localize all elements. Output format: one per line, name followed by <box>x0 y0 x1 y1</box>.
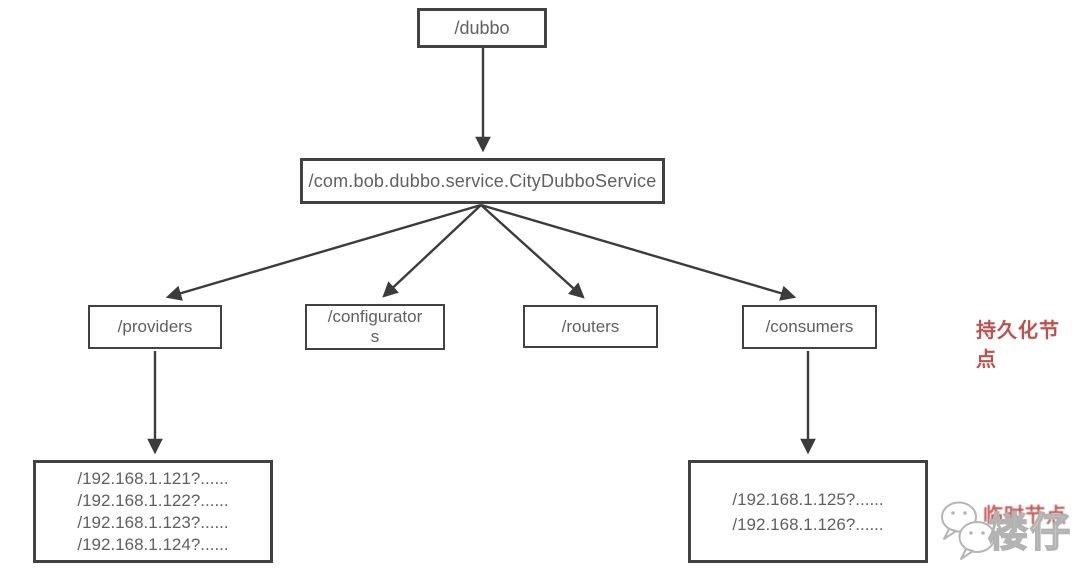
provider-instance-line: /192.168.1.124?...... <box>77 534 229 554</box>
node-routers: /routers <box>523 305 658 348</box>
edge-service-to-routers <box>480 204 585 299</box>
edge-service-to-configurators <box>382 204 482 298</box>
watermark-text: 楼仔 <box>987 510 1072 556</box>
watermark: 楼仔 <box>936 492 1080 564</box>
node-consumers: /consumers <box>742 305 877 349</box>
wechat-icon <box>941 501 996 560</box>
node-routers-label: /routers <box>561 316 620 336</box>
node-consumers-label: /consumers <box>765 317 854 337</box>
annotation-persistent-node: 持久化节点 <box>976 320 1060 371</box>
node-configurators: /configurator s <box>305 304 445 350</box>
node-consumer-instances: /192.168.1.125?...... /192.168.1.126?...… <box>688 460 928 563</box>
node-city-dubbo-service-label: /com.bob.dubbo.service.CityDubboService <box>308 170 657 191</box>
provider-instance-line: /192.168.1.121?...... <box>77 468 229 488</box>
node-dubbo-label: /dubbo <box>454 17 510 38</box>
node-providers-label: /providers <box>117 317 193 337</box>
node-city-dubbo-service: /com.bob.dubbo.service.CityDubboService <box>300 158 665 204</box>
node-provider-instances: /192.168.1.121?...... /192.168.1.122?...… <box>33 460 273 563</box>
annotation-ephemeral-node: 临时节点 <box>983 505 1067 527</box>
node-providers: /providers <box>88 305 222 349</box>
node-configurators-label-line1: /configurator <box>327 307 423 327</box>
consumer-instance-line: /192.168.1.126?...... <box>732 514 884 534</box>
node-dubbo: /dubbo <box>417 8 547 48</box>
provider-instance-line: /192.168.1.123?...... <box>77 512 229 532</box>
consumer-instance-line: /192.168.1.125?...... <box>732 489 884 509</box>
edge-service-to-providers <box>165 203 482 301</box>
provider-instance-line: /192.168.1.122?...... <box>77 490 229 510</box>
node-configurators-label-line2: s <box>370 327 380 346</box>
edge-service-to-consumers <box>480 203 797 301</box>
